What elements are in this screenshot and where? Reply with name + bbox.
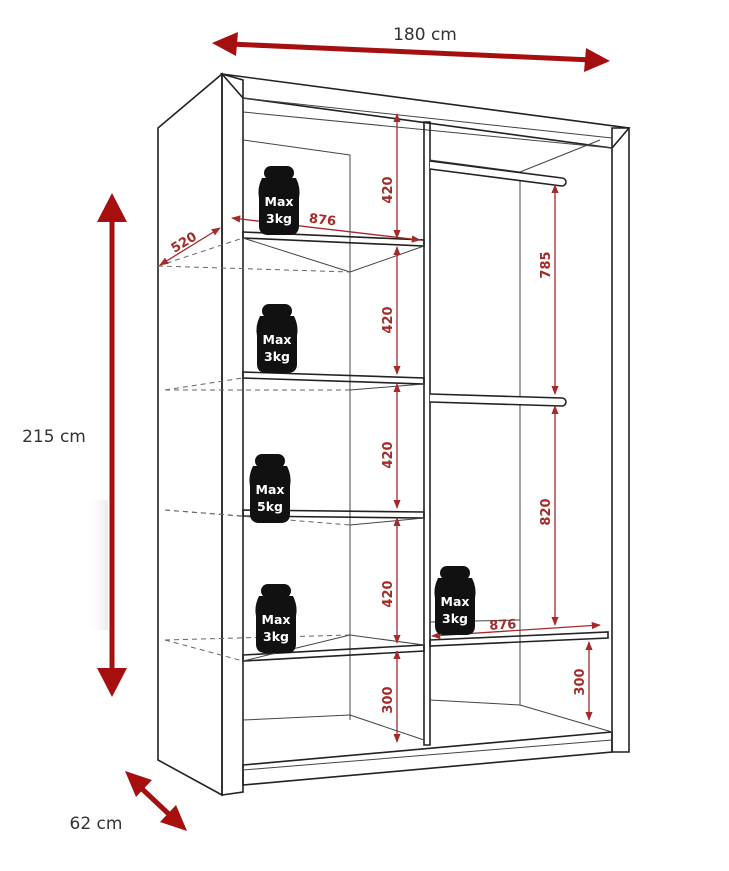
- width-arrow: [212, 32, 610, 72]
- height-arrow: [97, 193, 127, 697]
- hanging-rail-lower: [429, 393, 567, 407]
- width-label: 180 cm: [393, 25, 457, 45]
- right-lower-label: 820: [539, 498, 554, 525]
- height-label: 215 cm: [22, 427, 86, 447]
- center-divider: [423, 121, 431, 746]
- weight-label-line2: 3kg: [266, 211, 292, 226]
- weight-icon: Max 3kg: [258, 166, 300, 235]
- weight-label-line1: Max: [256, 482, 285, 497]
- depth-arrow: [125, 771, 187, 831]
- top-panel: [219, 72, 631, 149]
- weight-icon: Max 3kg: [434, 566, 476, 635]
- weight-label-line2: 5kg: [257, 499, 283, 514]
- weight-label-line2: 3kg: [442, 611, 468, 626]
- right-bottom-label: 300: [573, 668, 588, 695]
- shelf-4: [242, 644, 425, 662]
- bottom-plinth: [242, 731, 613, 786]
- gap-4-label: 420: [381, 580, 396, 607]
- depth-label: 62 cm: [70, 814, 123, 834]
- weight-label-line1: Max: [263, 332, 292, 347]
- weight-label-line1: Max: [265, 194, 294, 209]
- left-width-dimension-label: 876: [308, 211, 337, 229]
- weight-icon: Max 3kg: [255, 584, 297, 653]
- right-width-dimension-label: 876: [489, 617, 517, 633]
- depth-dimension-line: [159, 227, 221, 266]
- right-panel: [611, 127, 630, 753]
- wardrobe-body: [157, 72, 631, 797]
- right-upper-label: 785: [539, 251, 554, 278]
- weight-label-line1: Max: [441, 594, 470, 609]
- gap-2-label: 420: [381, 306, 396, 333]
- hanging-rail-upper: [429, 160, 567, 187]
- weight-label-line1: Max: [262, 612, 291, 627]
- gap-3-label: 420: [381, 441, 396, 468]
- left-side-panel: [157, 72, 223, 797]
- weight-label-line2: 3kg: [263, 629, 289, 644]
- weight-label-line2: 3kg: [264, 349, 290, 364]
- shadow: [86, 500, 108, 630]
- front-left-edge: [221, 72, 244, 796]
- weight-icon: Max 5kg: [249, 454, 291, 523]
- gap-1-label: 420: [381, 176, 396, 203]
- weight-icon: Max 3kg: [256, 304, 298, 373]
- left-bottom-label: 300: [381, 686, 396, 713]
- depth-dimension-label: 520: [169, 230, 200, 257]
